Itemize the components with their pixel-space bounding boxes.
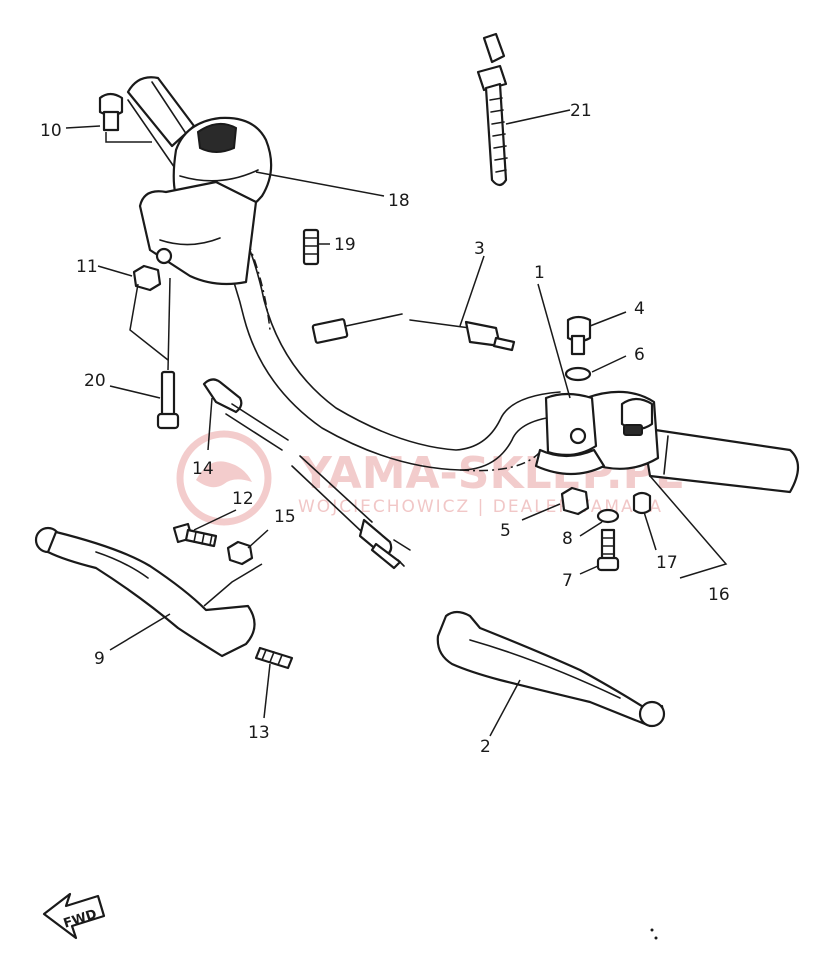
clutch-lever xyxy=(34,526,256,658)
callout-3: 3 xyxy=(474,239,485,259)
callout-17: 17 xyxy=(656,553,678,573)
brake-switch-cable xyxy=(202,378,411,570)
left-handlebar-switch xyxy=(138,116,273,286)
callout-15: 15 xyxy=(274,507,296,527)
callout-4: 4 xyxy=(634,299,645,319)
callout-10: 10 xyxy=(40,121,62,141)
callout-19: 19 xyxy=(334,235,356,255)
callout-21: 21 xyxy=(570,101,592,121)
callout-1: 1 xyxy=(534,263,545,283)
watermark-logo-icon xyxy=(176,430,272,526)
callout-20: 20 xyxy=(84,371,106,391)
callout-16: 16 xyxy=(708,585,730,605)
callout-18: 18 xyxy=(388,191,410,211)
fwd-direction-badge: FWD xyxy=(42,892,106,940)
clutch-switch-wire xyxy=(311,313,516,352)
callout-12: 12 xyxy=(232,489,254,509)
cable-tie xyxy=(476,32,508,187)
callout-8: 8 xyxy=(562,529,573,549)
callout-6: 6 xyxy=(634,345,645,365)
callout-labels: 1 2 3 4 5 6 7 8 9 10 11 12 13 14 15 16 1… xyxy=(40,101,730,757)
callout-11: 11 xyxy=(76,257,98,277)
handlebar xyxy=(126,76,561,472)
callout-7: 7 xyxy=(562,571,573,591)
brake-lever xyxy=(436,610,666,728)
callout-14: 14 xyxy=(192,459,214,479)
leader-lines xyxy=(65,109,728,737)
clamp-bracket xyxy=(534,392,606,476)
fasteners xyxy=(98,92,652,670)
callout-9: 9 xyxy=(94,649,105,669)
callout-13: 13 xyxy=(248,723,270,743)
callout-2: 2 xyxy=(480,737,491,757)
callout-5: 5 xyxy=(500,521,511,541)
right-grip-assembly xyxy=(584,390,800,494)
